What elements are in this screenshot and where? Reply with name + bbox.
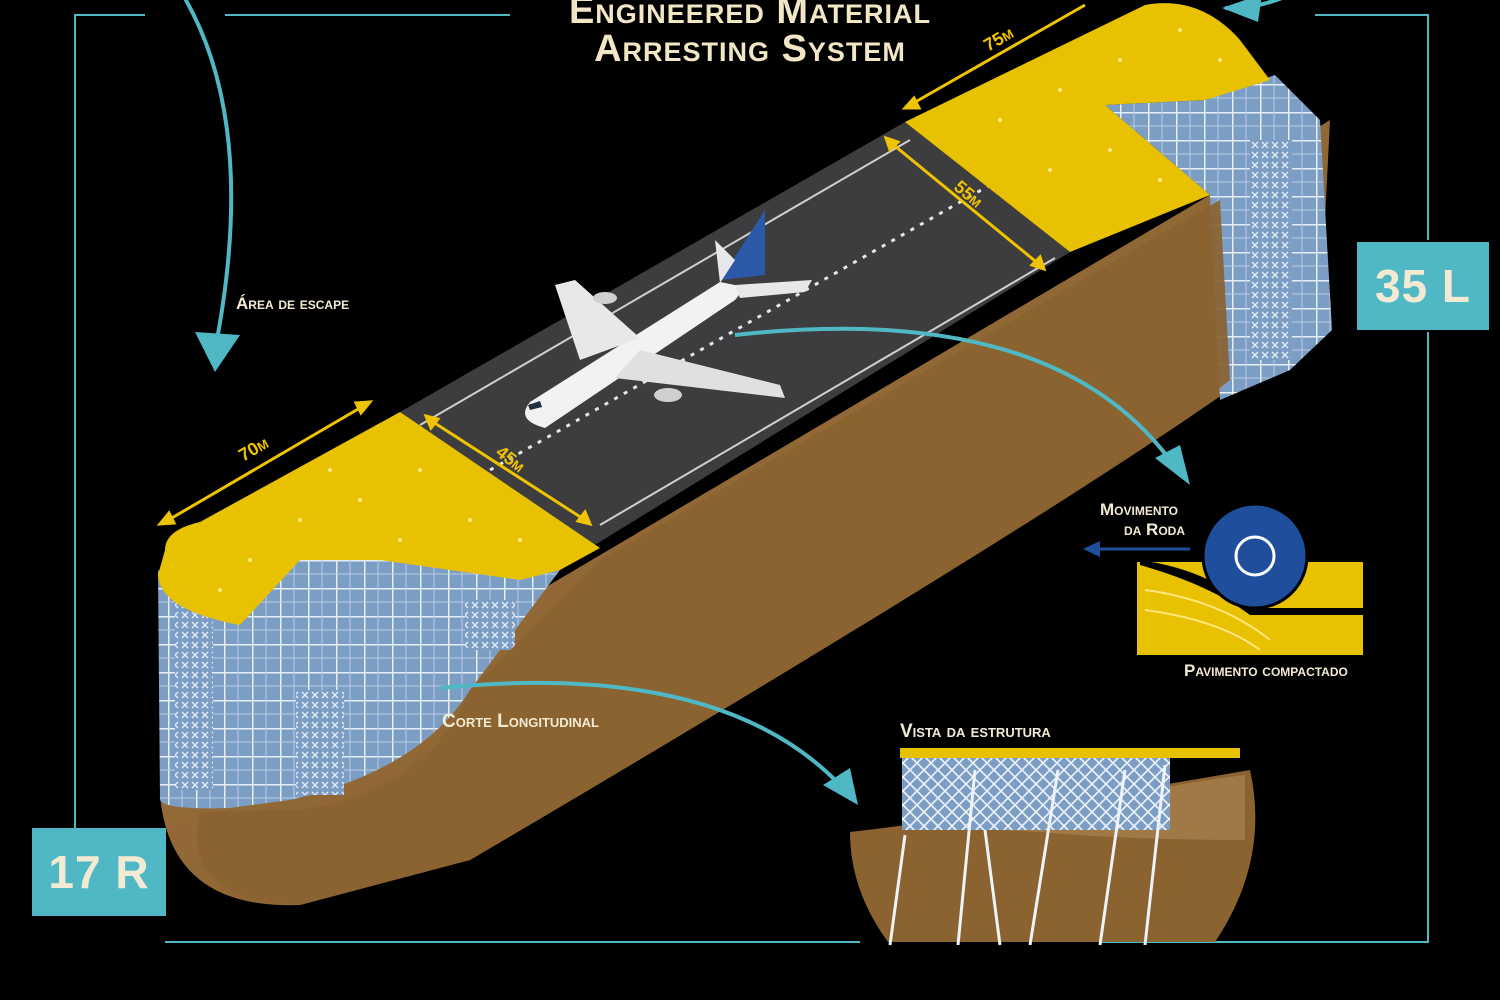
runway-edge-left xyxy=(419,139,911,426)
wheel-arrow xyxy=(734,326,1172,462)
left-block-xs-3 xyxy=(465,600,515,650)
structure-inset xyxy=(850,748,1256,946)
longitudinal-cut-label: Corte Longitudinal xyxy=(442,711,599,732)
airplane xyxy=(525,210,812,428)
frame-border xyxy=(74,14,1429,943)
wheel-inset xyxy=(1083,502,1363,655)
dimension-lines xyxy=(156,3,1086,527)
wheel-movement-label-1: Movimento xyxy=(1100,500,1178,519)
left-block-face xyxy=(158,560,560,809)
runway-tag-17r: 17 R xyxy=(32,828,166,916)
right-block-xs-1 xyxy=(1250,140,1292,360)
structure-view-label: Vista da estrutura xyxy=(900,721,1051,742)
top-right-arrowhead xyxy=(1222,0,1262,22)
wheel-movement-label-2: da Roda xyxy=(1124,520,1185,539)
title-line-2: Arresting System xyxy=(594,28,906,70)
left-block-xs-2 xyxy=(296,690,344,795)
emas-texture xyxy=(218,28,1222,592)
cut-arrowhead xyxy=(823,768,858,805)
runway-edge-right xyxy=(599,257,1056,526)
wheel-icon xyxy=(1201,502,1309,610)
runway-tag-35l: 35 L xyxy=(1357,242,1489,330)
right-emas-bed xyxy=(905,3,1270,252)
soil-overlay xyxy=(197,200,1231,905)
title-line-1: Engineered Material xyxy=(568,0,932,32)
compacted-pavement-label: Pavimento compactado xyxy=(1184,661,1348,680)
runway-centerline xyxy=(489,183,991,472)
escape-area-arrow xyxy=(183,0,234,351)
left-block-xs-1 xyxy=(175,600,213,790)
wheel-arrowhead xyxy=(1155,445,1190,485)
escape-area-label: Área de escape xyxy=(236,294,350,313)
cut-arrow xyxy=(439,680,842,787)
escape-area-arrowhead xyxy=(195,332,240,372)
left-emas-bed xyxy=(158,412,600,625)
